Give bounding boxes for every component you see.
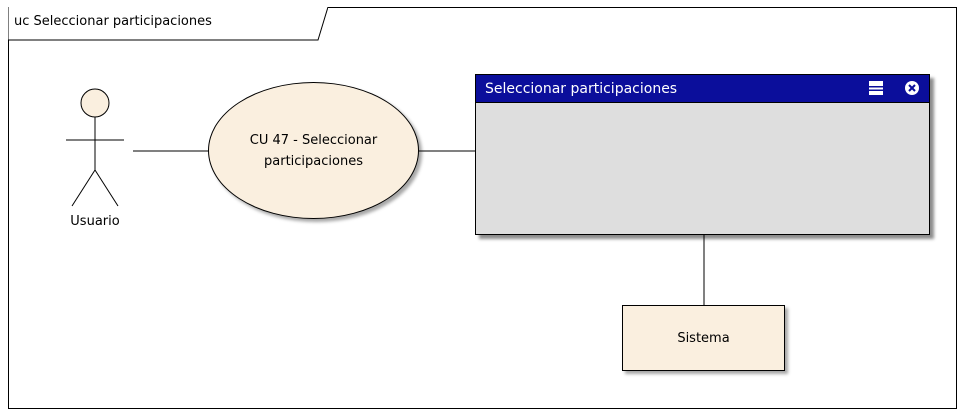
system-node[interactable]: Sistema bbox=[622, 305, 785, 371]
stick-figure-actor-icon bbox=[66, 88, 124, 207]
boundary-titlebar: Seleccionar participaciones bbox=[476, 75, 929, 103]
boundary-title: Seleccionar participaciones bbox=[485, 81, 678, 97]
actor-usuario[interactable]: Usuario bbox=[55, 86, 135, 236]
system-label: Sistema bbox=[677, 330, 730, 346]
diagram-frame bbox=[8, 7, 957, 409]
use-case-label: CU 47 - Seleccionar participaciones bbox=[249, 132, 378, 169]
close-icon[interactable] bbox=[904, 80, 920, 96]
actor-label: Usuario bbox=[70, 214, 120, 229]
ui-boundary-window[interactable]: Seleccionar participaciones bbox=[475, 74, 930, 235]
frame-tab: uc Seleccionar participaciones bbox=[8, 7, 328, 47]
frame-title: uc Seleccionar participaciones bbox=[14, 14, 212, 29]
use-case-seleccionar-participaciones[interactable]: CU 47 - Seleccionar participaciones bbox=[208, 82, 419, 219]
maximize-icon[interactable] bbox=[868, 80, 884, 96]
